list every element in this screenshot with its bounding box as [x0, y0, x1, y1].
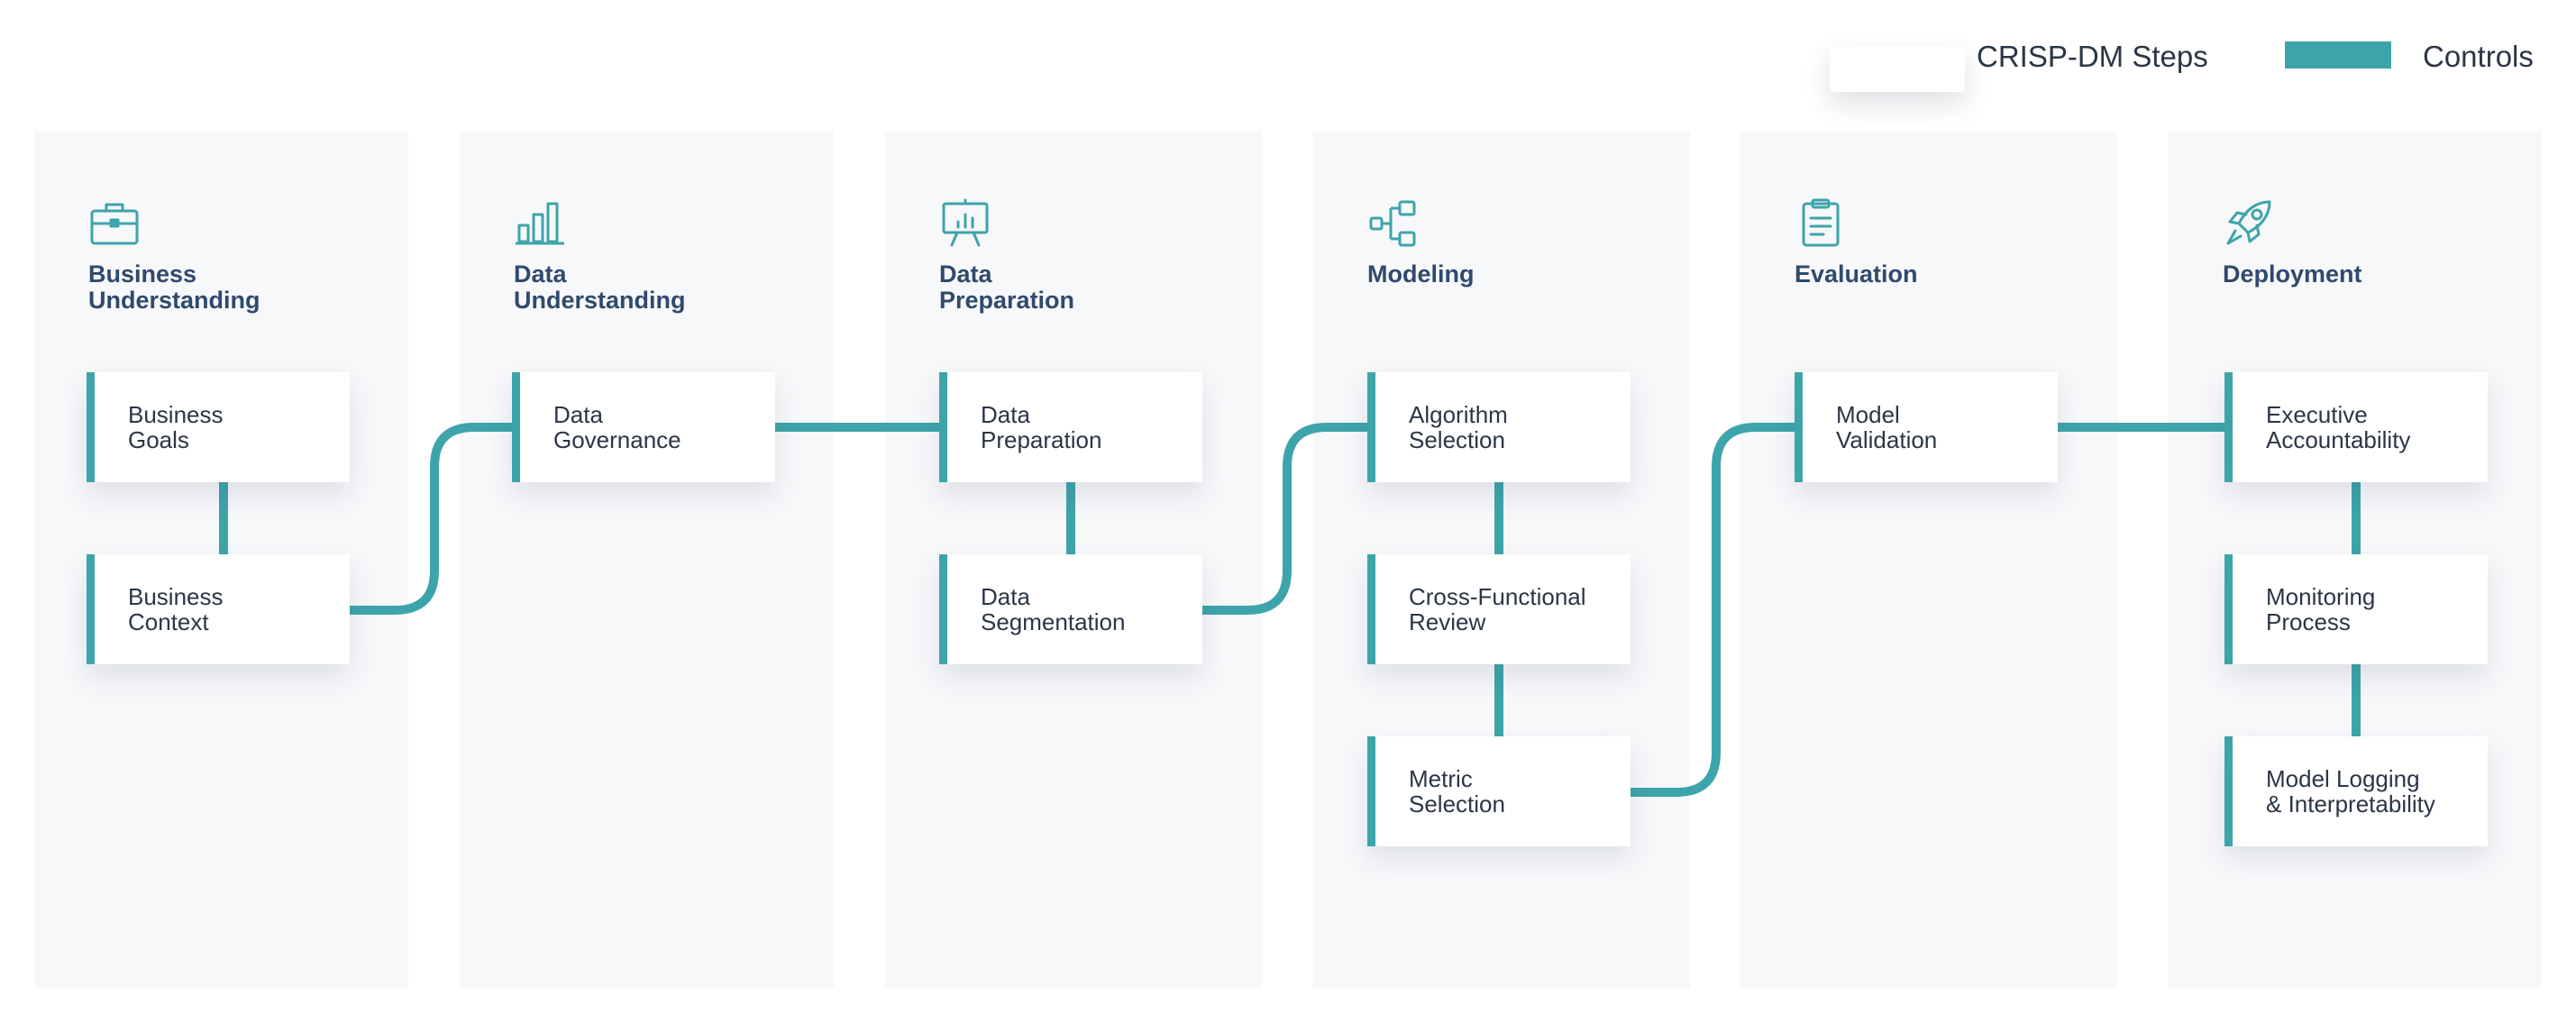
control-model-validation: Model Validation [1795, 372, 2058, 482]
column-title: Business Understanding [88, 260, 260, 314]
legend: CRISP-DM Steps Controls [0, 32, 2576, 92]
legend-steps-label: CRISP-DM Steps [1977, 40, 2208, 73]
column-title: Evaluation [1795, 260, 1918, 288]
control-business-goals: Business Goals [87, 372, 350, 482]
legend-controls-swatch [2285, 41, 2391, 69]
control-label: Business Context [128, 583, 224, 635]
control-label: Data Segmentation [981, 583, 1126, 635]
control-metric-selection: Metric Selection [1367, 736, 1631, 846]
legend-steps-swatch [1830, 47, 1965, 92]
column-title: Deployment [2223, 260, 2362, 288]
briefcase-icon [88, 196, 141, 249]
control-label: Monitoring Process [2266, 583, 2376, 635]
control-label: Model Validation [1836, 401, 1938, 453]
clipboard-icon [1795, 196, 1847, 249]
control-label: Executive Accountability [2266, 401, 2411, 453]
control-cross-functional-review: Cross-Functional Review [1367, 554, 1631, 664]
control-executive-accountability: Executive Accountability [2224, 372, 2488, 482]
control-label: Business Goals [128, 401, 224, 453]
control-data-governance: Data Governance [512, 372, 775, 482]
hierarchy-nodes-icon [1367, 196, 1420, 249]
control-monitoring-process: Monitoring Process [2224, 554, 2488, 664]
control-algorithm-selection: Algorithm Selection [1367, 372, 1631, 482]
column-title: Modeling [1367, 260, 1475, 288]
column-title: Data Understanding [514, 260, 686, 314]
column-title: Data Preparation [939, 260, 1075, 314]
control-label: Cross-Functional Review [1409, 583, 1586, 635]
control-label: Metric Selection [1409, 765, 1505, 817]
rocket-icon [2223, 196, 2275, 249]
control-label: Data Governance [553, 401, 681, 453]
presentation-board-icon [939, 196, 991, 249]
legend-controls-label: Controls [2423, 40, 2534, 73]
column-data-understanding: Data Understanding [460, 132, 834, 988]
control-label: Data Preparation [981, 401, 1102, 453]
bar-chart-icon [514, 196, 566, 249]
column-evaluation: Evaluation [1740, 132, 2117, 988]
control-model-logging: Model Logging & Interpretability [2224, 736, 2488, 846]
control-label: Algorithm Selection [1409, 401, 1508, 453]
control-label: Model Logging & Interpretability [2266, 765, 2435, 817]
control-data-segmentation: Data Segmentation [939, 554, 1202, 664]
control-business-context: Business Context [87, 554, 350, 664]
control-data-preparation: Data Preparation [939, 372, 1202, 482]
